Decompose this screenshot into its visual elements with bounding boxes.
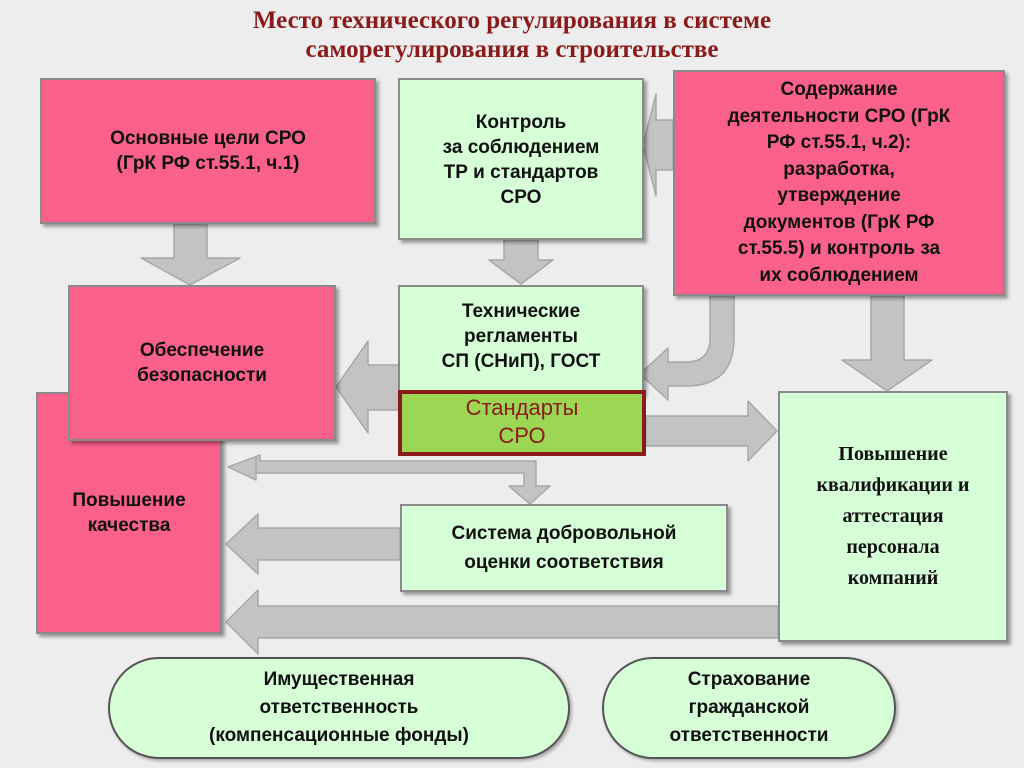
arrow-assessment-to-quality <box>225 513 401 575</box>
property-liability-oval: Имущественная ответственность (компенсац… <box>108 657 570 759</box>
safety-box: Обеспечение безопасности <box>68 285 336 441</box>
arrow-control-to-regulations <box>488 239 554 285</box>
arrow-goals-to-safety <box>140 223 241 286</box>
title-line-1: Место технического регулирования в систе… <box>252 7 772 34</box>
content-box: Содержание деятельности СРО (ГрК РФ ст.5… <box>673 70 1005 296</box>
goals-box: Основные цели СРО (ГрК РФ ст.55.1, ч.1) <box>40 78 376 224</box>
title-line-2: саморегулирования в строительстве <box>305 36 719 63</box>
arrow-content-to-control <box>642 93 674 197</box>
arrow-standards-to-quality <box>227 454 551 505</box>
arrow-standards-to-qualification <box>645 400 778 462</box>
standards-box: Стандарты СРО <box>398 390 646 456</box>
arrow-content-to-qualification <box>841 295 933 392</box>
qualification-box: Повышение квалификации и аттестация перс… <box>778 391 1008 642</box>
regulations-box: Технические регламенты СП (СНиП), ГОСТ <box>398 285 644 395</box>
page-title: Место технического регулирования в систе… <box>0 6 1024 64</box>
arrow-regulations-to-safety <box>335 340 401 434</box>
assessment-box: Система добровольной оценки соответствия <box>400 504 728 592</box>
arrow-content-to-regulations <box>639 295 735 401</box>
control-box: Контроль за соблюдением ТР и стандартов … <box>398 78 644 240</box>
insurance-oval: Страхование гражданской ответственности <box>602 657 896 759</box>
arrow-qualification-to-quality <box>225 589 779 655</box>
